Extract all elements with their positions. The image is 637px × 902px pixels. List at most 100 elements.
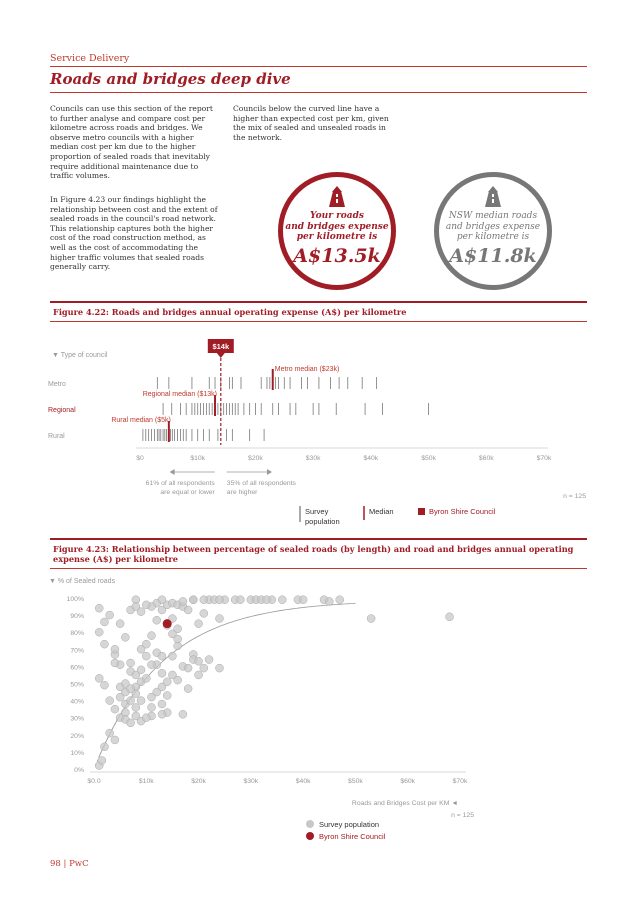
road-icon	[485, 186, 501, 207]
survey-point	[157, 651, 167, 661]
y-filter-label: ▼ % of Sealed roads	[49, 578, 116, 585]
text-line: the network.	[233, 132, 283, 142]
survey-point	[162, 691, 172, 700]
x-tick-label: $60k	[479, 455, 494, 462]
survey-point	[94, 674, 104, 683]
text-line: median cost per km due to the higher	[50, 142, 196, 152]
legend-council-swatch	[418, 508, 425, 515]
section-label: Service Delivery	[50, 53, 130, 64]
survey-point	[173, 675, 182, 685]
legend-survey-label: Survey	[305, 507, 329, 516]
survey-point	[142, 674, 151, 683]
x-tick-label: $40k	[296, 778, 311, 785]
text-line: well as the cost of accommodating the	[50, 242, 198, 252]
survey-point	[157, 595, 167, 604]
highlight-marker-box	[207, 339, 234, 353]
survey-point	[162, 677, 172, 687]
legend-council-label: Byron Shire Council	[319, 832, 386, 841]
legend-council-swatch	[306, 832, 314, 840]
survey-point	[110, 735, 120, 745]
x-tick-label: $50k	[421, 455, 436, 462]
survey-point	[199, 663, 209, 673]
survey-point	[262, 595, 271, 604]
survey-point	[100, 617, 109, 627]
survey-point	[131, 602, 141, 611]
survey-point	[157, 710, 167, 719]
survey-point	[366, 614, 376, 623]
y-tick-label: 90%	[70, 613, 84, 620]
survey-point	[168, 670, 177, 680]
survey-point	[105, 610, 114, 620]
text-line: to further analyse and compare cost per	[50, 113, 206, 123]
survey-point	[131, 670, 141, 680]
text-line: traffic volumes.	[50, 171, 110, 181]
y-tick-label: 100%	[67, 596, 84, 603]
survey-point	[142, 651, 151, 661]
survey-point	[168, 629, 177, 639]
right-note-line: 35% of all respondents	[227, 480, 297, 487]
survey-point	[152, 687, 161, 697]
y-tick-label: 60%	[70, 664, 84, 671]
x-tick-label: $60k	[400, 778, 415, 785]
fig23-top-rule	[50, 538, 587, 540]
survey-point	[126, 696, 135, 705]
title-divider	[50, 92, 587, 93]
text-line: generally carry.	[50, 262, 111, 272]
survey-point	[178, 597, 188, 606]
survey-point	[126, 684, 135, 693]
y-tick-label: 70%	[70, 647, 84, 654]
text-line: higher traffic volumes that sealed roads	[50, 252, 205, 262]
survey-point	[183, 684, 193, 693]
survey-point	[147, 660, 156, 669]
survey-point	[94, 604, 104, 613]
text-line: require additional maintenance due to	[50, 161, 199, 171]
survey-point	[110, 704, 120, 714]
survey-point	[105, 728, 114, 738]
legend-survey-label: Survey population	[319, 820, 379, 829]
survey-point	[183, 663, 193, 673]
highlight-marker-label: $14k	[212, 342, 230, 351]
y-tick-label: 10%	[70, 750, 84, 757]
fig23-title: Figure 4.23: Relationship between percen…	[53, 544, 574, 564]
survey-point	[147, 703, 156, 712]
highlight-marker-pointer	[216, 353, 225, 358]
row-label-metro: Metro	[48, 381, 66, 388]
survey-point	[131, 689, 141, 699]
text-line: Councils can use this section of the rep…	[50, 104, 213, 113]
text-line: kilometre across roads and bridges. We	[50, 123, 203, 133]
survey-point	[121, 679, 130, 688]
survey-point	[157, 682, 167, 692]
right-note-line: are higher	[227, 489, 258, 496]
y-tick-label: 0%	[74, 767, 84, 774]
row-label-rural: Rural	[48, 433, 65, 440]
survey-point	[194, 670, 203, 680]
survey-point	[236, 595, 245, 604]
survey-point	[136, 607, 146, 616]
y-tick-label: 20%	[70, 733, 84, 740]
x-filter-label: Roads and Bridges Cost per KM ◄	[352, 800, 458, 807]
survey-point	[173, 624, 182, 634]
survey-point	[136, 665, 146, 675]
survey-point	[215, 595, 224, 604]
survey-point	[277, 595, 287, 604]
survey-point	[194, 619, 203, 628]
survey-point	[215, 614, 224, 623]
x-tick-label: $10k	[139, 778, 154, 785]
page-footer: 98 | PwC	[50, 859, 89, 869]
median-label-metro: Metro median ($23k)	[275, 366, 340, 373]
survey-point	[157, 668, 167, 678]
survey-point	[199, 595, 209, 604]
left-note-line: are equal or lower	[160, 489, 215, 496]
intro-paragraph-2: In Figure 4.23 our findings highlight th…	[50, 195, 230, 272]
sample-size-label: n = 125	[451, 812, 474, 819]
row-label-regional: Regional	[48, 407, 76, 414]
x-tick-label: $20k	[248, 455, 263, 462]
survey-point	[157, 699, 167, 709]
x-tick-label: $40k	[363, 455, 378, 462]
legend-survey-swatch	[306, 820, 314, 828]
survey-point	[97, 756, 107, 765]
left-arrow-head	[169, 469, 175, 475]
right-arrow-head	[266, 469, 272, 475]
